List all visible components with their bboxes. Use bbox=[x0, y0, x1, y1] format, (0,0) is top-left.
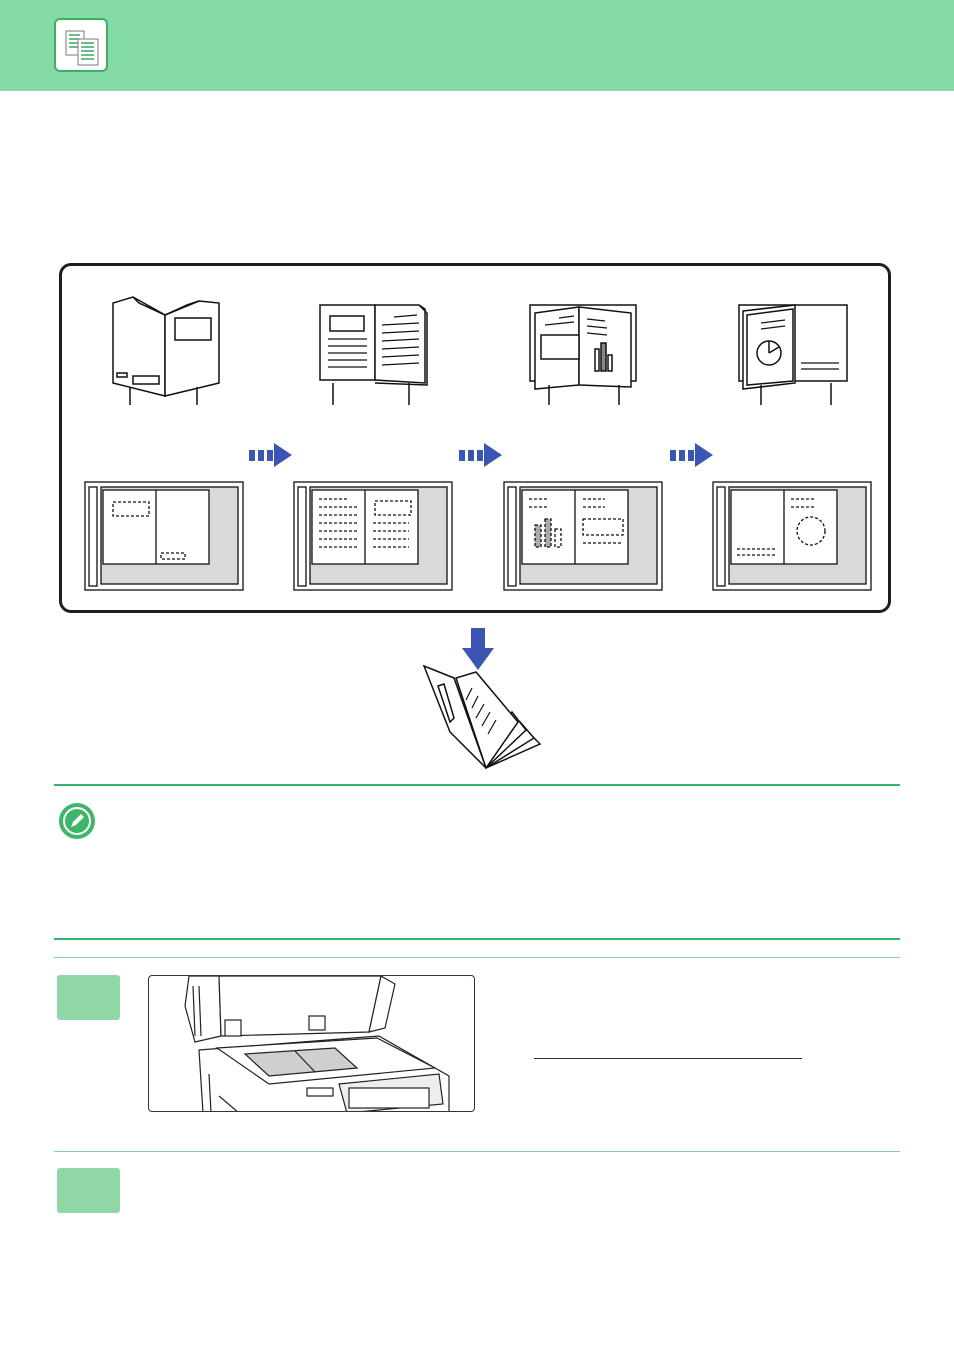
booklet-output-icon bbox=[422, 664, 542, 770]
copy-documents-icon bbox=[54, 18, 108, 72]
diagram-illustration bbox=[84, 296, 872, 591]
section-divider bbox=[54, 784, 900, 786]
open-book-icon bbox=[319, 304, 428, 405]
scanned-spread-icon bbox=[712, 481, 872, 591]
scanned-spread-icon bbox=[293, 481, 453, 591]
booklet-output bbox=[422, 628, 542, 770]
right-arrow-icon bbox=[459, 443, 502, 467]
scanned-spread-icon bbox=[503, 481, 663, 591]
open-book-icon bbox=[738, 304, 848, 405]
note-pencil-icon bbox=[59, 803, 95, 839]
link-underline[interactable] bbox=[534, 1058, 802, 1059]
open-book-icon bbox=[112, 296, 220, 405]
section-divider bbox=[54, 938, 900, 940]
header-bar bbox=[0, 0, 954, 91]
scanner-with-book-icon bbox=[148, 975, 475, 1112]
step-badge bbox=[57, 1168, 120, 1213]
step-divider bbox=[54, 1151, 900, 1152]
scanned-spread-icon bbox=[84, 481, 244, 591]
open-book-icon bbox=[529, 304, 637, 405]
step-divider bbox=[54, 957, 900, 958]
right-arrow-icon bbox=[670, 443, 713, 467]
down-arrow-icon bbox=[462, 628, 494, 670]
step-badge bbox=[57, 975, 120, 1020]
right-arrow-icon bbox=[249, 443, 292, 467]
